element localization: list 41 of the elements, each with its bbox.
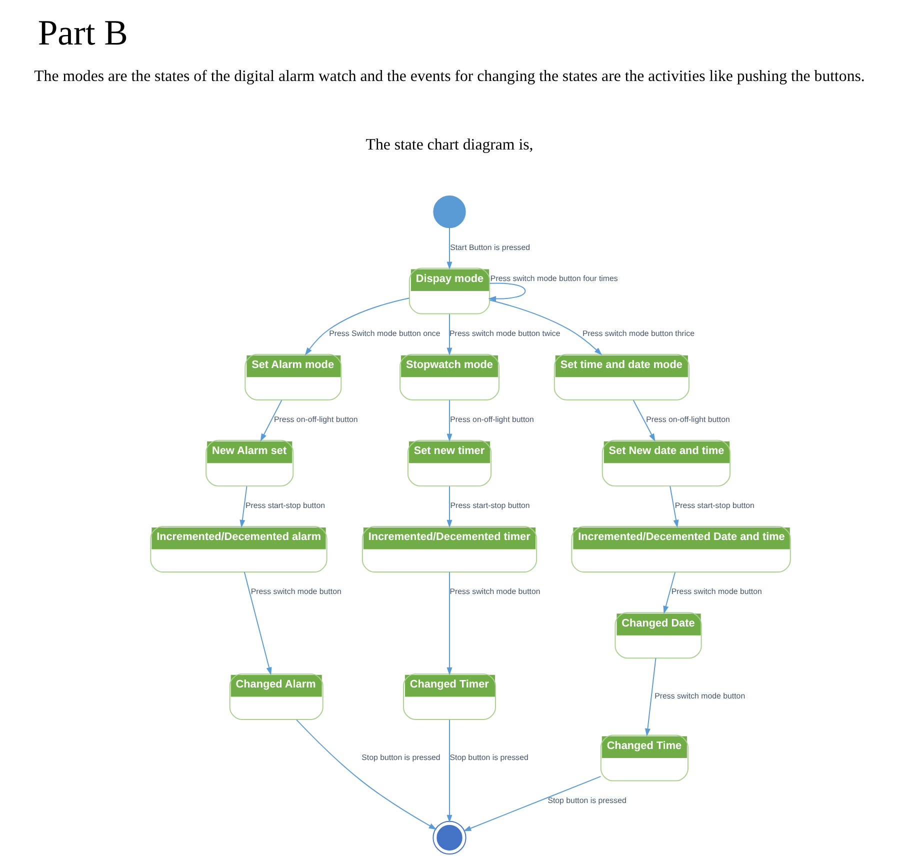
edge-label: Press on-off-light button [646,415,730,424]
node-bullseye [432,820,466,855]
edge-label: Press Switch mode button once [328,328,440,338]
arrow [239,486,247,528]
edge-label: Press start-stop button [450,501,530,510]
edge-label: Stop button is pressed [361,752,440,762]
arrow [243,572,272,676]
edge-label: Press start-stop button [674,501,754,510]
label: The modes are the states of the digital alarm watch and the events for changing the states are the activities like pushing the buttons. [34,68,864,86]
edge-label: Press switch mode button [449,587,540,596]
label: The state chart diagram is, [365,136,533,154]
arrow [488,300,602,356]
edge-label: Press switch mode button [250,587,341,596]
arrow [446,314,452,356]
edge-label: Press switch mode button four times [490,274,618,283]
arrow [446,719,452,823]
edge-label: Press switch mode button twice [449,328,560,338]
edge-label: Press switch mode button [654,692,745,701]
arrow [462,776,601,832]
edge-label: Press on-off-light button [450,415,534,424]
arrow [644,658,656,736]
edge-label: Press on-off-light button [274,415,358,424]
arrow [446,486,452,528]
edge-label: Start Button is pressed [450,242,530,252]
edge-label: Press switch mode button [670,587,762,596]
arrow [669,486,678,528]
edge-label: Stop button is pressed [449,752,528,762]
arrow [260,400,282,442]
arrow [662,572,676,614]
arrow [632,400,655,442]
edge-label: Press start-stop button [244,501,325,510]
arrow [304,298,410,356]
arrow [446,572,452,676]
arrow [446,400,452,442]
arrow [446,227,452,270]
edge-label: Press switch mode button thrice [582,328,694,338]
arrow [488,282,526,302]
diagram-title: Part B [37,12,128,52]
node-circle [432,196,466,228]
edge-label: Stop button is pressed [547,796,626,805]
arrow [296,719,436,830]
